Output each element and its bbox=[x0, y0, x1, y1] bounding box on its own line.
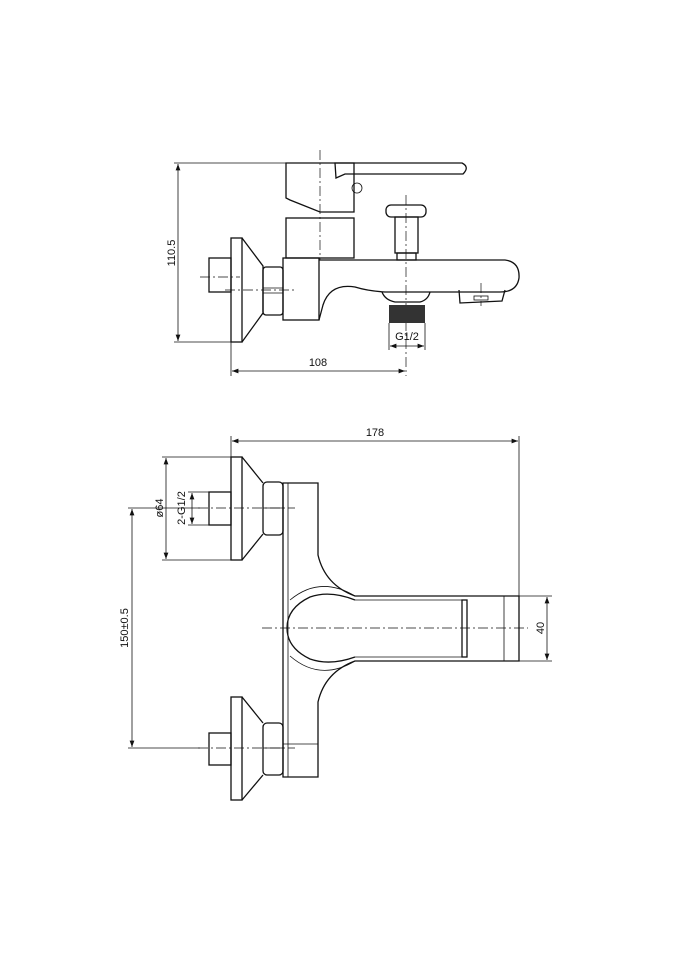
mixer-body-front bbox=[262, 482, 528, 778]
aerator bbox=[458, 283, 506, 306]
upper-inlet bbox=[198, 456, 295, 561]
front-view: 178 ø64 2-G1/2 bbox=[119, 427, 552, 801]
dimension-width: 108 bbox=[230, 342, 405, 376]
dimension-inlet-spacing: 150±0.5 bbox=[119, 507, 200, 749]
dim-outlet-thread-label: G1/2 bbox=[395, 331, 419, 343]
mixer-body bbox=[282, 150, 520, 321]
top-view: 110.5 bbox=[166, 150, 520, 376]
dimension-height: 110.5 bbox=[166, 162, 290, 343]
dim-width-label: 108 bbox=[309, 357, 327, 369]
dim-inlet-spacing-label: 150±0.5 bbox=[119, 608, 131, 648]
dim-overall-length-label: 178 bbox=[366, 427, 384, 439]
dimension-overall-length: 178 bbox=[230, 427, 520, 600]
dimension-flange-diameter: ø64 bbox=[154, 456, 231, 561]
lower-inlet bbox=[198, 696, 295, 801]
dim-spout-height-label: 40 bbox=[535, 622, 547, 634]
dim-height-label: 110.5 bbox=[166, 240, 178, 267]
diverter-knob bbox=[385, 195, 427, 376]
dimension-spout-height: 40 bbox=[519, 595, 552, 662]
hex-nut bbox=[225, 266, 295, 316]
outlet-thread: G1/2 bbox=[381, 291, 431, 350]
